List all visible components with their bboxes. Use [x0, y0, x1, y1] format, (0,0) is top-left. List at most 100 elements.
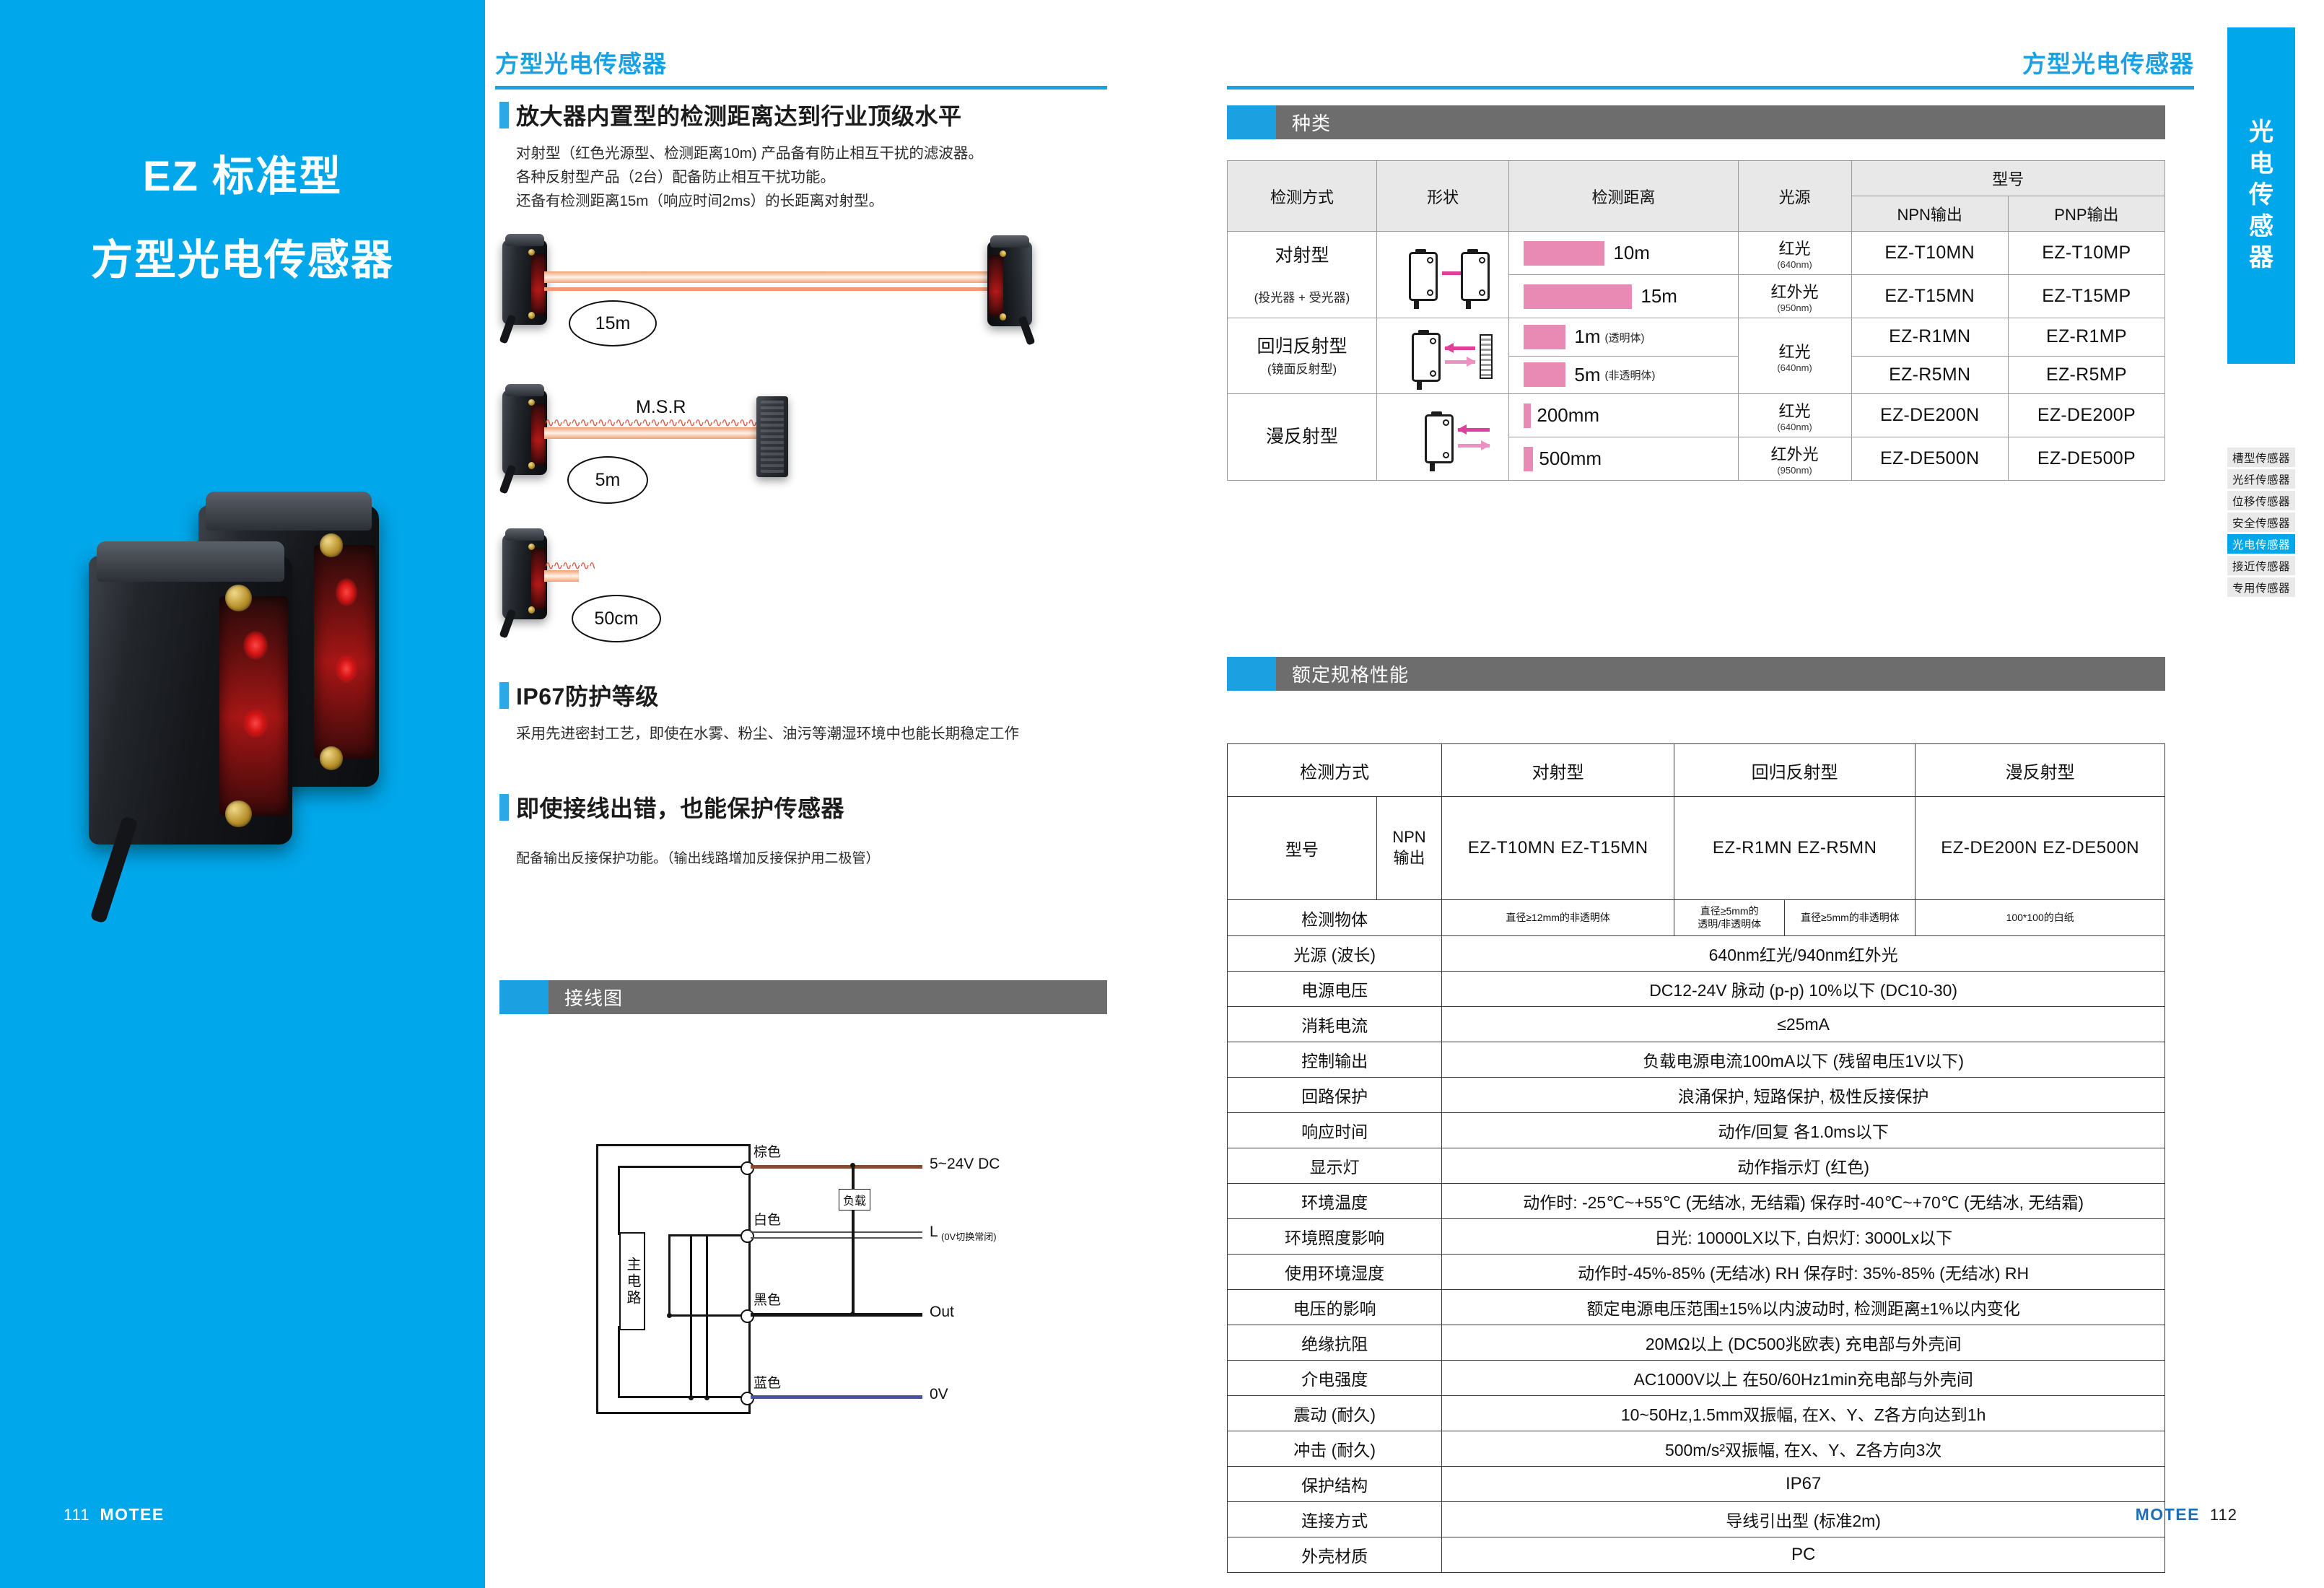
feature-accent-bar-icon — [499, 681, 509, 709]
th-detection-distance: 检测距离 — [1508, 160, 1739, 232]
table-row: 消耗电流≤25mA — [1226, 1006, 2165, 1042]
right-footer-brand: MOTEE — [2135, 1505, 2200, 1524]
msr-label: M.S.R — [636, 397, 686, 417]
distance-note: (透明体) — [1604, 331, 1645, 344]
load-branch-line — [852, 1165, 855, 1315]
cell-mode-retro: 回归反射型 (镜面反射型) — [1227, 318, 1377, 394]
feature-block-1: 放大器内置型的检测距离达到行业顶级水平 对射型（红色光源型、检测距离10m) 产… — [499, 98, 983, 214]
left-page-header-title: 方型光电传感器 — [495, 51, 667, 77]
distance-badge-5m: 5m — [567, 456, 648, 504]
terminal-label-out: Out — [930, 1304, 954, 1320]
main-circuit-block: 主电路 — [619, 1232, 645, 1330]
table-subheader-row: NPN输出 PNP输出 — [1228, 196, 2166, 232]
feature-accent-bar-icon — [499, 793, 509, 821]
spec-label-light-source: 光源 (波长) — [1226, 935, 1443, 972]
table-row: 连接方式导线引出型 (标准2m) — [1226, 1501, 2165, 1537]
spec-value-protection: IP67 — [1441, 1466, 2165, 1502]
left-page-number: 111 — [64, 1506, 90, 1524]
retro-light-beam — [544, 427, 757, 439]
spec-label-ambient-light: 环境照度影响 — [1226, 1218, 1443, 1255]
mode-subname: (投光器 + 受光器) — [1254, 290, 1350, 305]
category-sidebar: 光 电 传 感 器 槽型传感器 光纤传感器 位移传感器 安全传感器 光电传感器 … — [2227, 27, 2295, 599]
source-name: 红外光 — [1770, 445, 1819, 463]
spec-label-indicator: 显示灯 — [1226, 1148, 1443, 1184]
right-page-header-title: 方型光电传感器 — [2022, 51, 2194, 77]
section-accent-square-icon — [499, 980, 549, 1014]
sidebar-tab-char-5: 器 — [2249, 244, 2273, 272]
th-light-source: 光源 — [1737, 160, 1852, 232]
junction-dot — [704, 1395, 709, 1400]
spec-label-connection: 连接方式 — [1226, 1501, 1443, 1537]
spec-label-object: 检测物体 — [1226, 899, 1443, 936]
sidebar-item-safety-sensor[interactable]: 安全传感器 — [2227, 512, 2295, 532]
lead-white-a — [751, 1231, 922, 1233]
table-row: 环境温度动作时: -25℃~+55℃ (无结冰, 无结霜) 保存时-40℃~+7… — [1226, 1183, 2165, 1219]
distance-bar — [1524, 362, 1566, 388]
spec-value-response-time: 动作/回复 各1.0ms以下 — [1441, 1112, 2165, 1148]
sidebar-item-fiber-sensor[interactable]: 光纤传感器 — [2227, 469, 2295, 489]
source-name: 红光 — [1778, 402, 1811, 420]
spec-object-through: 直径≥12mm的非透明体 — [1441, 899, 1674, 936]
specs-section-bar: 额定规格性能 — [1227, 657, 2165, 691]
sidebar-active-category-tab[interactable]: 光 电 传 感 器 — [2227, 27, 2295, 364]
wiring-section-bar: 接线图 — [499, 980, 1107, 1014]
left-page-header: 方型光电传感器 — [495, 45, 1107, 90]
spec-value-connection: 导线引出型 (标准2m) — [1441, 1501, 2165, 1537]
source-wavelength: (950nm) — [1777, 302, 1812, 313]
junction-dot — [689, 1395, 694, 1400]
spec-label-response-time: 响应时间 — [1226, 1112, 1443, 1148]
wire-branch-c — [706, 1234, 708, 1398]
lead-brown — [751, 1165, 922, 1169]
table-row: 电压的影响额定电源电压范围±15%以内波动时, 检测距离±1%以内变化 — [1226, 1289, 2165, 1325]
sidebar-item-photoelectric-sensor[interactable]: 光电传感器 — [2227, 534, 2295, 554]
left-header-rule — [495, 86, 1107, 90]
table-row: 显示灯动作指示灯 (红色) — [1226, 1148, 2165, 1184]
wire-internal-bottom-h — [618, 1396, 746, 1398]
spec-label-vibration: 震动 (耐久) — [1226, 1395, 1443, 1431]
sidebar-item-slot-sensor[interactable]: 槽型传感器 — [2227, 448, 2295, 467]
cell-npn-r5: EZ-R5MN — [1851, 355, 2009, 394]
feature-1-body: 对射型（红色光源型、检测距离10m) 产品备有防止相互干扰的滤波器。 各种反射型… — [516, 145, 983, 210]
sidebar-item-special-sensor[interactable]: 专用传感器 — [2227, 577, 2295, 597]
feature-1-heading: 放大器内置型的检测距离达到行业顶级水平 — [516, 103, 962, 129]
th-shape: 形状 — [1376, 160, 1510, 232]
left-content-column: 方型光电传感器 放大器内置型的检测距离达到行业顶级水平 对射型（红色光源型、检测… — [495, 0, 1130, 1588]
sidebar-tab-char-1: 光 — [2249, 118, 2273, 147]
receiver-unit — [987, 235, 1036, 346]
cell-distance-10m: 10m — [1508, 231, 1739, 275]
types-section-bar: 种类 — [1227, 105, 2165, 139]
spec-label-protection: 保护结构 — [1226, 1466, 1443, 1502]
mode-name: 漫反射型 — [1265, 426, 1338, 447]
spec-value-current-draw: ≤25mA — [1441, 1006, 2165, 1042]
sidebar-tab-label: 光 电 传 感 器 — [2249, 117, 2273, 274]
distance-value: 1m — [1574, 326, 1601, 348]
section-accent-square-icon — [1227, 105, 1276, 139]
emitter-unit — [499, 233, 547, 344]
right-page-number: 112 — [2209, 1506, 2237, 1524]
sidebar-tab-char-4: 感 — [2249, 212, 2273, 240]
feature-block-2: IP67防护等级 采用先进密封工艺，即使在水雾、粉尘、油污等潮湿环境中也能长期稳… — [499, 679, 1019, 746]
wire-branch-b — [690, 1234, 692, 1398]
cell-source-red-640: 红光 (640nm) — [1737, 231, 1852, 275]
spec-label-humidity: 使用环境湿度 — [1226, 1254, 1443, 1290]
spec-object-diffuse: 100*100的白纸 — [1915, 899, 2165, 936]
sidebar-item-proximity-sensor[interactable]: 接近传感器 — [2227, 556, 2295, 575]
wire-internal-bottom — [618, 1326, 620, 1398]
sidebar-item-displacement-sensor[interactable]: 位移传感器 — [2227, 491, 2295, 510]
spec-value-circuit-protection: 浪涌保护, 短路保护, 极性反接保护 — [1441, 1077, 2165, 1113]
feature-3-heading: 即使接线出错，也能保护传感器 — [516, 795, 845, 821]
distance-badge-15m: 15m — [569, 300, 657, 346]
diffuse-signal-icon: ∿∿∿∿∿∿∿ — [544, 562, 595, 570]
table-header-row: 检测方式 对射型 回归反射型 漫反射型 — [1226, 743, 2165, 797]
feature-2-body: 采用先进密封工艺，即使在水雾、粉尘、油污等潮湿环境中也能长期稳定工作 — [516, 725, 1019, 742]
cell-npn-r1: EZ-R1MN — [1851, 318, 2009, 357]
cell-mode-diffuse: 漫反射型 — [1227, 393, 1377, 481]
table-row: 光源 (波长)640nm红光/940nm红外光 — [1226, 935, 2165, 972]
source-wavelength: (640nm) — [1777, 422, 1812, 432]
table-row: 回归反射型 (镜面反射型) 1m(透明体) — [1227, 318, 2166, 394]
spec-models-retro: EZ-R1MN EZ-R5MN — [1673, 796, 1916, 900]
